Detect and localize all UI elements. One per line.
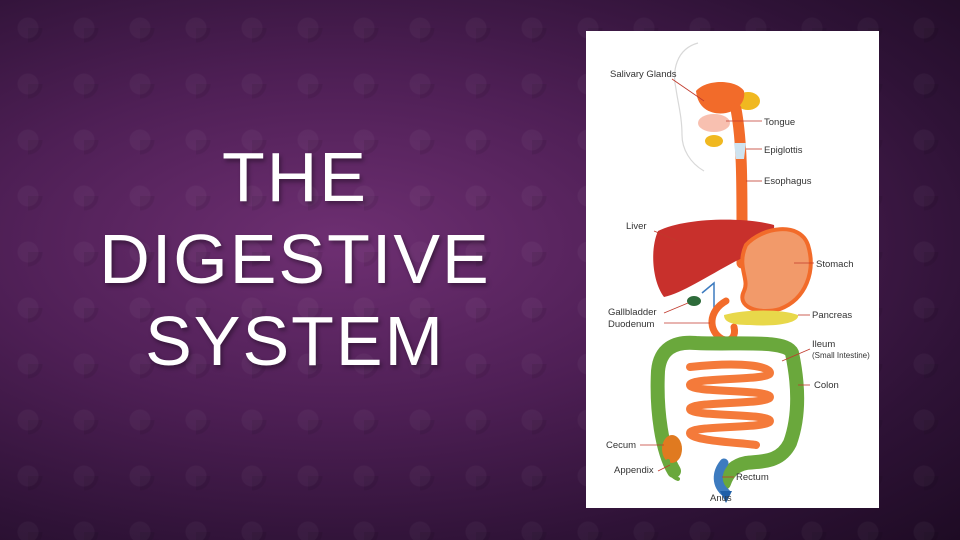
digestive-system-diagram: Salivary Glands Tongue Epiglottis Esopha… xyxy=(586,31,879,508)
pancreas-shape xyxy=(724,310,799,326)
liver-shape xyxy=(653,219,775,297)
leader-gallbladder xyxy=(663,302,689,314)
title-line-3: SYSTEM xyxy=(145,302,445,380)
diagram-svg: Salivary Glands Tongue Epiglottis Esopha… xyxy=(606,42,870,504)
label-stomach: Stomach xyxy=(816,259,854,270)
label-anus: Anus xyxy=(710,493,732,504)
stomach-shape xyxy=(740,227,813,313)
leader-appendix xyxy=(657,464,671,472)
label-appendix: Appendix xyxy=(614,465,654,476)
cecum-shape xyxy=(662,435,682,463)
label-ileum: Ileum xyxy=(812,339,835,350)
label-epiglottis: Epiglottis xyxy=(764,145,803,156)
slide-title: THE DIGESTIVE SYSTEM xyxy=(60,136,530,382)
leader-liver xyxy=(653,230,679,242)
label-gallbladder: Gallbladder xyxy=(608,307,657,318)
label-pancreas: Pancreas xyxy=(812,310,852,321)
leader-ileum xyxy=(781,348,811,362)
label-colon: Colon xyxy=(814,380,839,391)
epiglottis-shape xyxy=(734,143,746,159)
small-intestine-loops xyxy=(686,360,774,449)
label-duodenum: Duodenum xyxy=(608,319,655,330)
title-line-2: DIGESTIVE xyxy=(99,220,491,298)
leader-salivary xyxy=(671,78,705,102)
label-small-intestine: (Small Intestine) xyxy=(812,351,870,360)
anus-shape xyxy=(720,491,732,503)
label-tongue: Tongue xyxy=(764,117,795,128)
appendix-shape xyxy=(666,459,680,481)
rectum-shape xyxy=(713,458,731,498)
label-liver: Liver xyxy=(626,221,647,232)
salivary-gland-lower xyxy=(705,135,723,147)
label-esophagus: Esophagus xyxy=(764,176,812,187)
title-line-1: THE xyxy=(222,138,368,216)
colon-shape xyxy=(650,335,805,490)
gallbladder-shape xyxy=(687,296,701,306)
tongue-shape xyxy=(698,114,730,132)
label-cecum: Cecum xyxy=(606,440,636,451)
label-rectum: Rectum xyxy=(736,472,769,483)
label-salivary-glands: Salivary Glands xyxy=(610,69,677,80)
head-outline xyxy=(674,42,705,172)
